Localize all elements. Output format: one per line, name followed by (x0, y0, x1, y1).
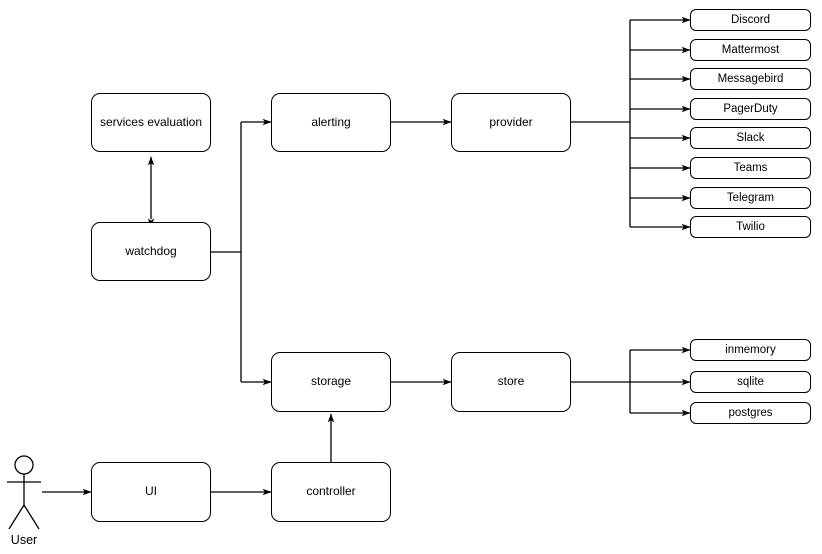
node-ui[interactable]: UI (91, 462, 211, 522)
node-label: Telegram (726, 191, 775, 204)
user-actor-label: User (10, 533, 38, 547)
node-label: PagerDuty (723, 102, 778, 115)
node-provider-twilio[interactable]: Twilio (690, 216, 811, 238)
node-label: alerting (311, 114, 351, 129)
node-label: Teams (733, 161, 768, 174)
node-provider-slack[interactable]: Slack (690, 127, 811, 149)
user-actor-figure (7, 455, 41, 530)
node-store[interactable]: store (451, 352, 571, 412)
node-label: sqlite (737, 375, 764, 388)
node-store-sqlite[interactable]: sqlite (690, 371, 811, 393)
node-label: storage (310, 374, 352, 389)
node-alerting[interactable]: alerting (271, 93, 391, 152)
node-label: UI (145, 484, 157, 499)
node-storage[interactable]: storage (271, 352, 391, 412)
node-label: Messagebird (717, 72, 784, 85)
node-store-postgres[interactable]: postgres (690, 402, 811, 424)
node-label: Discord (731, 13, 770, 26)
node-provider-telegram[interactable]: Telegram (690, 187, 811, 209)
node-services-evaluation[interactable]: services evaluation (91, 93, 211, 152)
node-provider[interactable]: provider (451, 93, 571, 152)
node-provider-messagebird[interactable]: Messagebird (690, 68, 811, 90)
node-label: inmemory (725, 343, 776, 356)
node-label: watchdog (125, 243, 177, 258)
node-label: postgres (728, 406, 773, 419)
node-label: controller (306, 484, 356, 499)
node-label: Slack (736, 131, 765, 144)
node-provider-teams[interactable]: Teams (690, 157, 811, 179)
node-watchdog[interactable]: watchdog (91, 222, 211, 281)
node-controller[interactable]: controller (271, 462, 391, 522)
node-label: services evaluation (99, 114, 203, 129)
node-provider-mattermost[interactable]: Mattermost (690, 39, 811, 61)
node-provider-pagerduty[interactable]: PagerDuty (690, 98, 811, 120)
node-label: provider (489, 114, 533, 129)
node-provider-discord[interactable]: Discord (690, 9, 811, 31)
node-store-inmemory[interactable]: inmemory (690, 339, 811, 361)
node-label: Twilio (736, 220, 765, 233)
node-label: Mattermost (721, 43, 780, 56)
node-label: store (497, 374, 525, 389)
